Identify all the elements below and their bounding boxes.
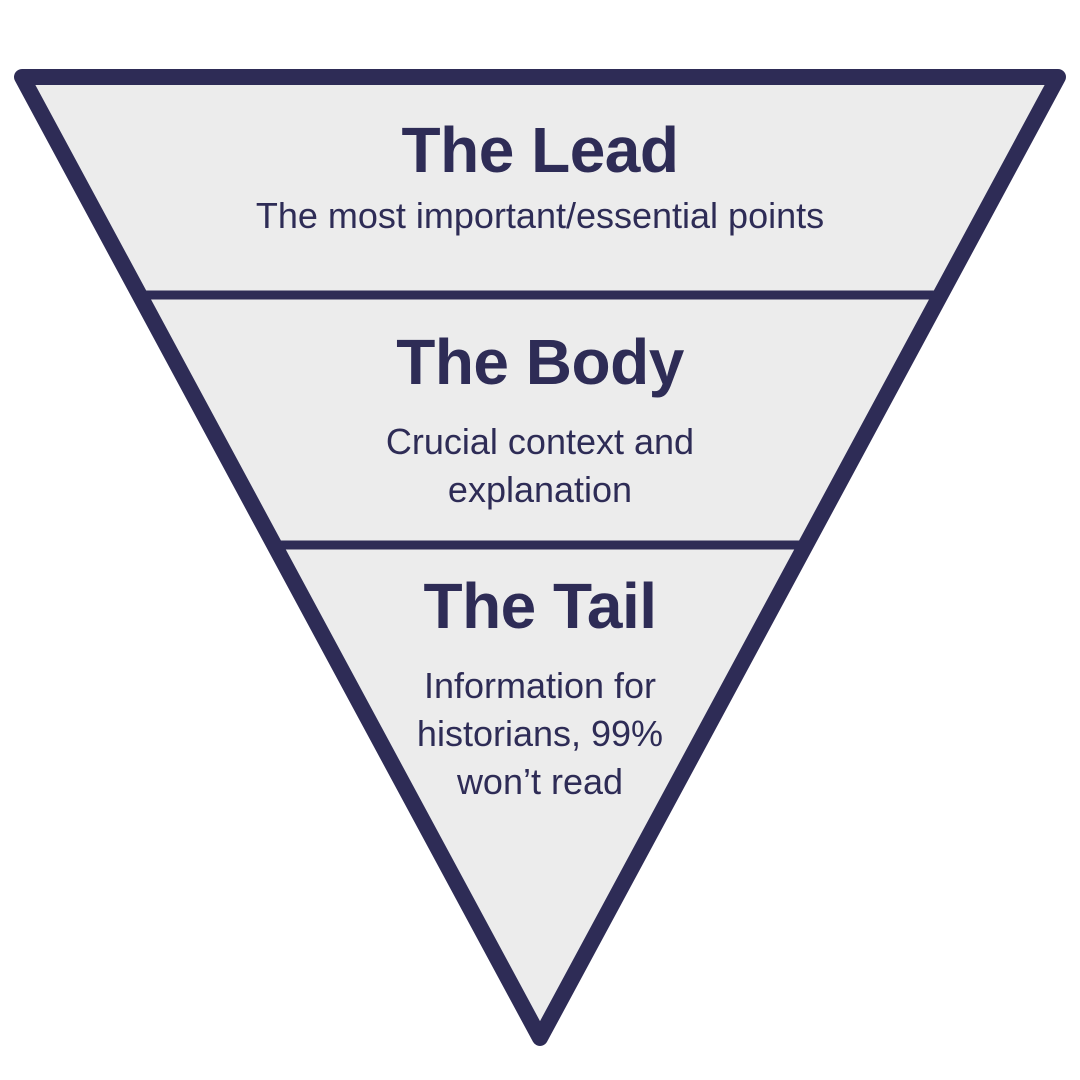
section-tail-description: Information for historians, 99% won’t re… xyxy=(416,665,664,802)
section-tail-title: The Tail xyxy=(423,570,657,642)
section-lead: The Lead The most important/essential po… xyxy=(0,118,1080,240)
section-body-description: Crucial context and explanation xyxy=(385,421,695,510)
section-body: The Body Crucial context and explanation xyxy=(0,330,1080,514)
section-lead-title: The Lead xyxy=(401,114,679,186)
section-body-title: The Body xyxy=(396,326,684,398)
section-lead-description: The most important/essential points xyxy=(255,195,825,236)
section-tail: The Tail Information for historians, 99%… xyxy=(0,574,1080,806)
inverted-pyramid-triangle xyxy=(14,69,1066,1046)
